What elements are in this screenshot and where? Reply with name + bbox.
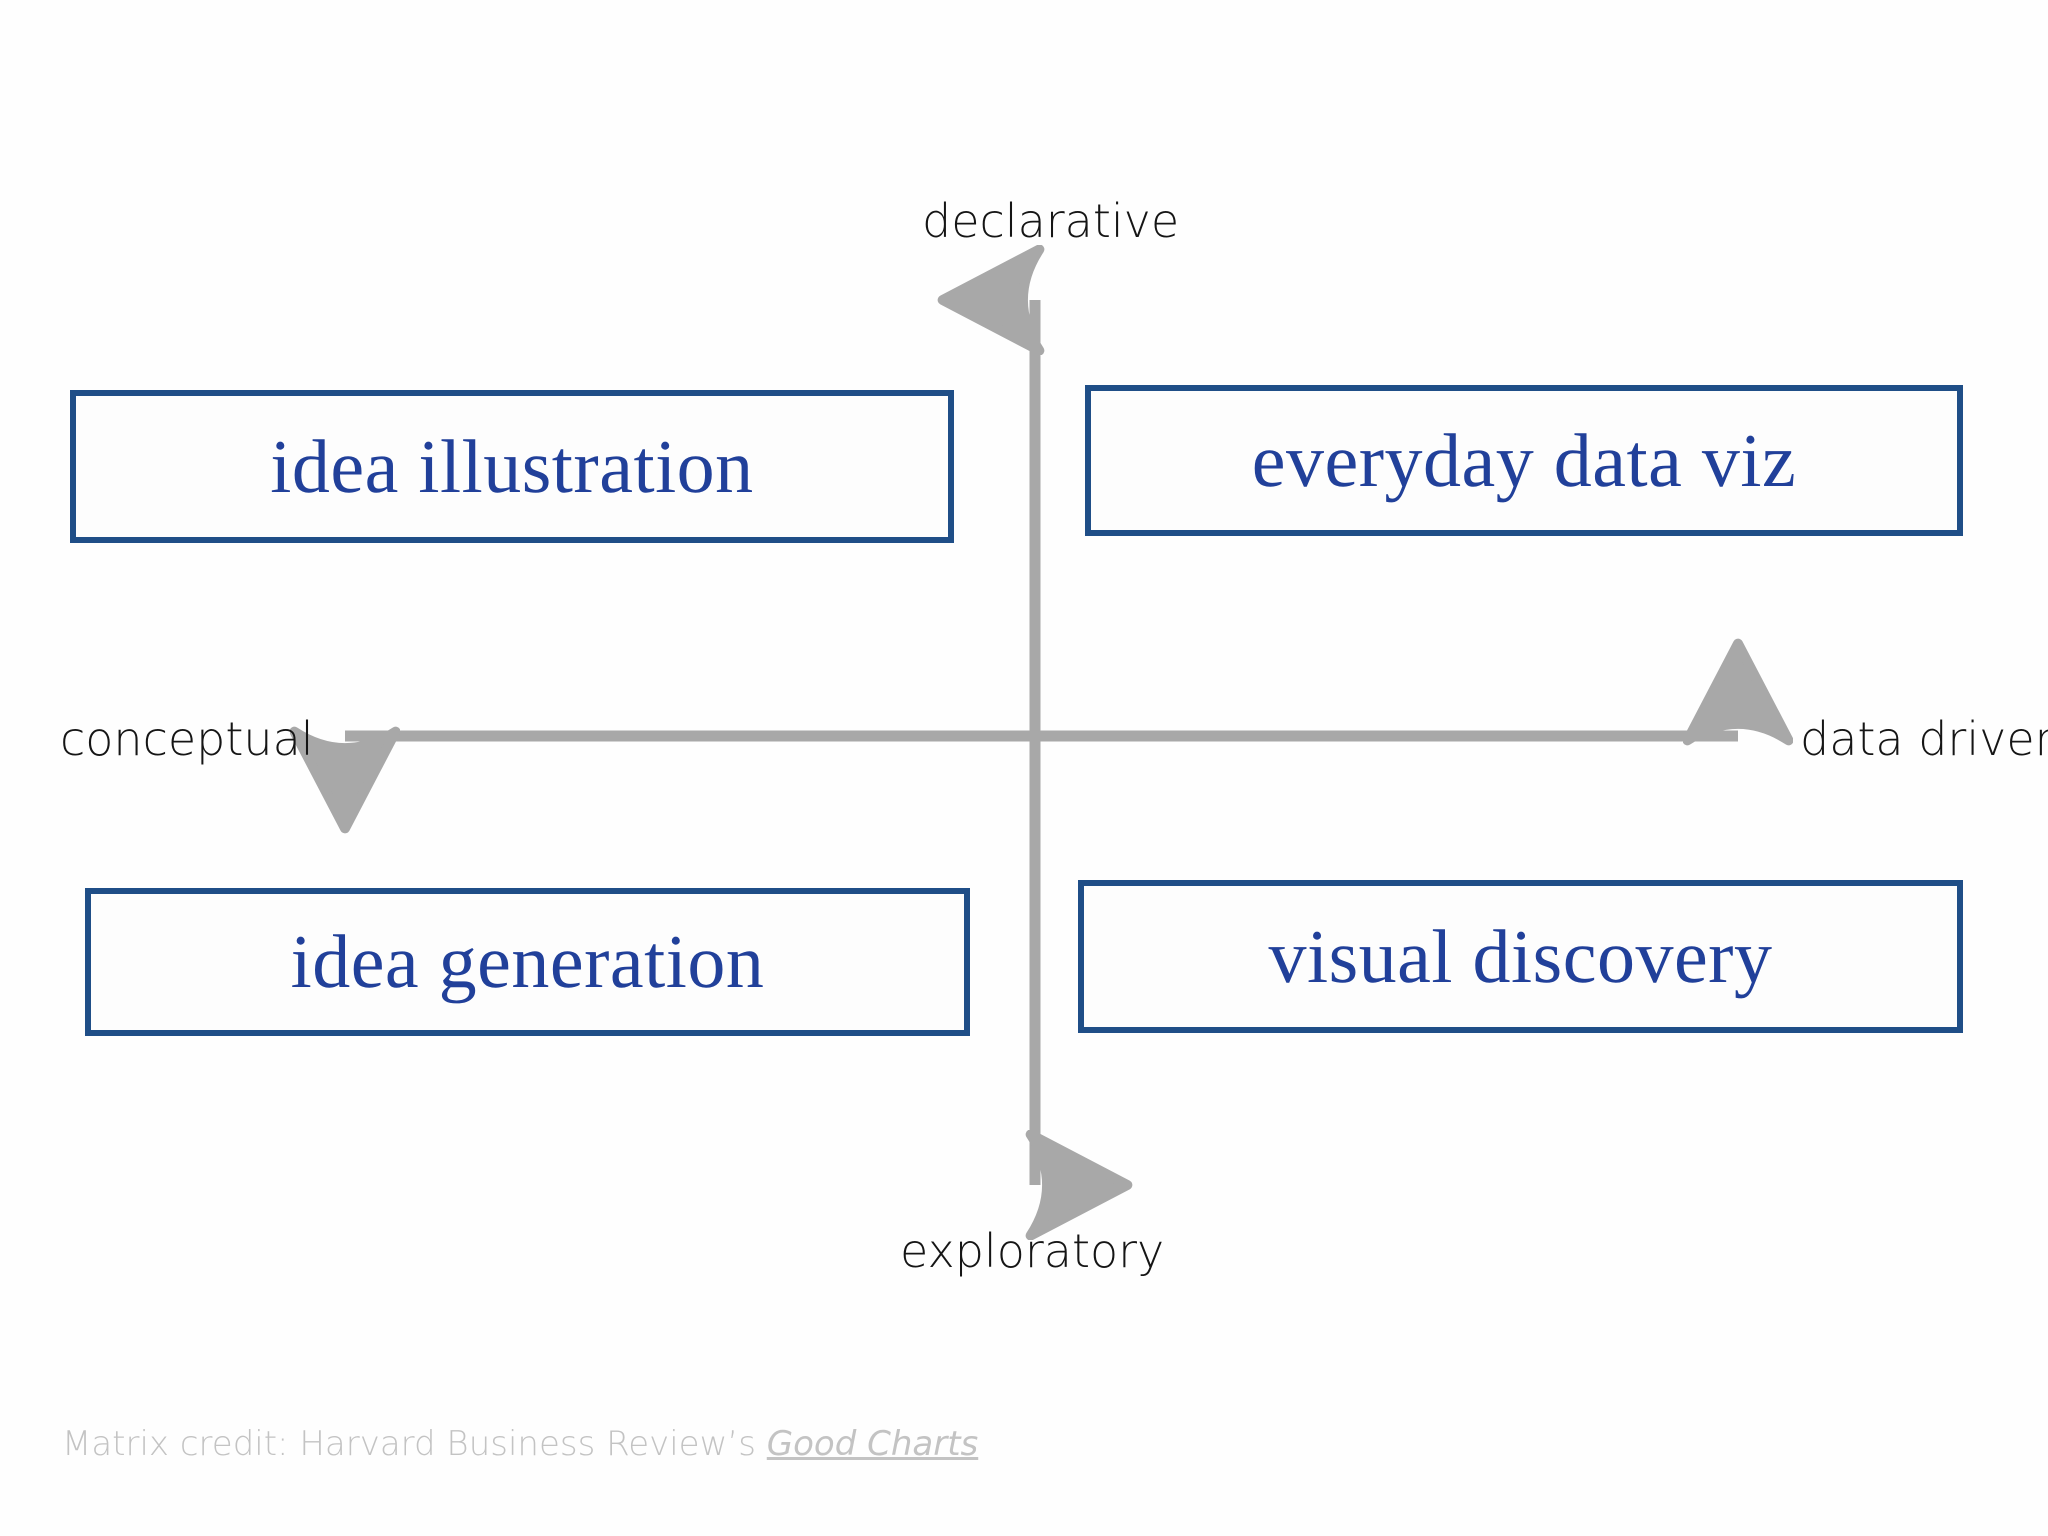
axis-label-declarative: declarative: [922, 194, 1180, 248]
quadrant-label-idea-generation: idea generation: [290, 920, 765, 1004]
axis-label-exploratory: exploratory: [900, 1224, 1165, 1278]
axis-label-data-driven: data driven: [1800, 712, 2048, 766]
quadrant-box-everyday-data-viz: everyday data viz: [1085, 385, 1963, 536]
quadrant-box-idea-illustration: idea illustration: [70, 390, 954, 543]
quadrant-box-idea-generation: idea generation: [85, 888, 970, 1036]
quadrant-box-visual-discovery: visual discovery: [1078, 880, 1963, 1033]
credit-source-title: Good Charts: [766, 1424, 979, 1464]
credit-prefix: Matrix credit: Harvard Business Review’s: [62, 1424, 767, 1464]
quadrant-label-idea-illustration: idea illustration: [270, 424, 754, 509]
credit-line: Matrix credit: Harvard Business Review’s…: [62, 1424, 978, 1464]
quadrant-label-everyday-data-viz: everyday data viz: [1251, 418, 1797, 503]
axis-label-conceptual: conceptual: [60, 712, 314, 766]
quadrant-label-visual-discovery: visual discovery: [1268, 914, 1773, 999]
